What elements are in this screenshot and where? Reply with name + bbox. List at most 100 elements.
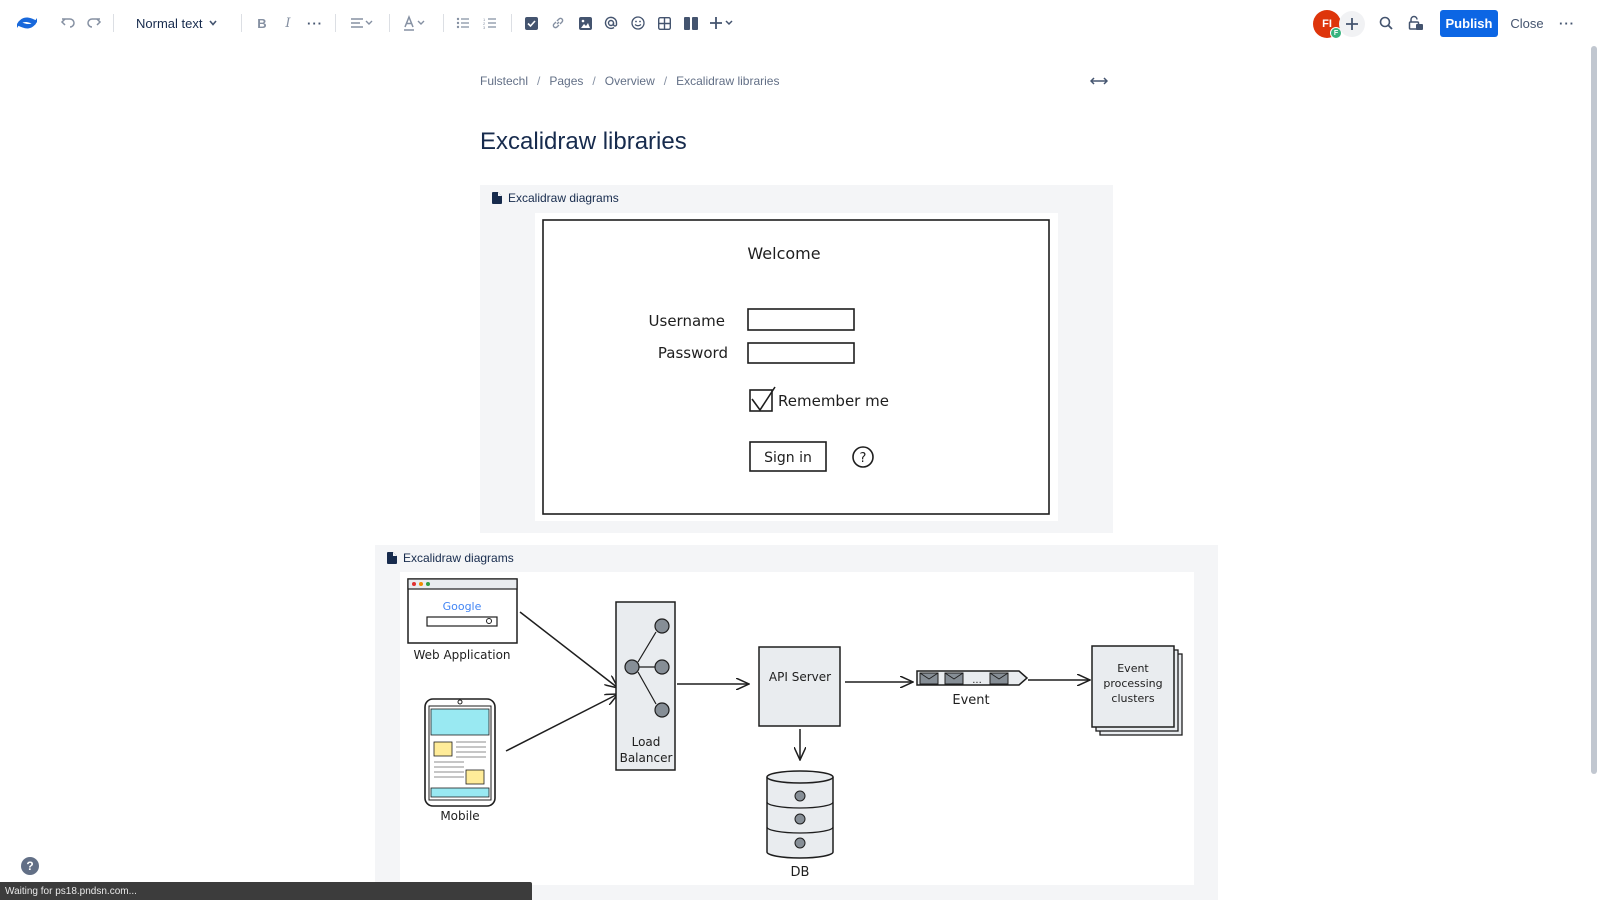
wireframe-frame	[542, 219, 1050, 515]
window-dot-icon	[419, 582, 423, 586]
web-application-node: Google	[407, 578, 518, 644]
avatar-status-badge: F	[1330, 27, 1342, 39]
search-icon	[486, 618, 492, 624]
help-button[interactable]: ?	[21, 857, 39, 875]
camera-icon	[457, 699, 463, 705]
more-actions-icon[interactable]: ···	[1559, 15, 1575, 31]
load-balancer-label-line1: Load	[632, 735, 661, 749]
signin-label: Sign in	[764, 450, 812, 466]
emoji-icon[interactable]	[628, 11, 648, 35]
macro-header: Excalidraw diagrams	[387, 551, 514, 565]
toolbar-divider	[241, 14, 242, 32]
macro-header: Excalidraw diagrams	[492, 191, 619, 205]
restrictions-lock-icon[interactable]	[1406, 11, 1426, 35]
clusters-label-line1: Event	[1117, 662, 1149, 675]
arrow-mobile-to-lb	[505, 694, 618, 752]
toolbar-divider	[113, 14, 114, 32]
page-title[interactable]: Excalidraw libraries	[480, 128, 687, 155]
excalidraw-macro-architecture[interactable]: Excalidraw diagrams Google Web Applicati…	[375, 545, 1218, 900]
breadcrumb: Fulstechl / Pages / Overview / Excalidra…	[480, 74, 779, 88]
breadcrumb-separator: /	[592, 74, 596, 88]
browser-status-bar: Waiting for ps18.pndsn.com...	[0, 882, 532, 900]
excalidraw-canvas[interactable]: Welcome Username Password Remember me Si…	[535, 213, 1058, 521]
undo-icon[interactable]	[58, 11, 78, 35]
document-icon	[492, 192, 502, 204]
password-label: Password	[658, 344, 728, 362]
event-queue-node: ...	[916, 670, 1029, 686]
confluence-logo-icon[interactable]	[15, 11, 39, 35]
signin-button-sketch	[749, 441, 827, 472]
window-dot-icon	[412, 582, 416, 586]
vertical-scrollbar[interactable]	[1591, 46, 1597, 774]
svg-text:1: 1	[483, 17, 486, 22]
mobile-node	[424, 698, 496, 807]
breadcrumb-item-current[interactable]: Excalidraw libraries	[676, 74, 780, 88]
mobile-label: Mobile	[440, 809, 479, 823]
bold-icon[interactable]: B	[257, 15, 267, 31]
link-icon[interactable]	[548, 11, 568, 35]
publish-button[interactable]: Publish	[1440, 10, 1498, 37]
excalidraw-canvas[interactable]: Google Web Application Mobile	[400, 572, 1194, 885]
bullet-list-icon[interactable]	[453, 11, 473, 35]
login-wireframe-diagram: Welcome Username Password Remember me Si…	[542, 219, 1050, 515]
text-color-icon[interactable]	[401, 11, 429, 35]
remember-checkbox	[749, 389, 773, 412]
search-box-sketch	[426, 616, 498, 627]
event-label: Event	[952, 693, 989, 708]
text-style-dropdown[interactable]: Normal text	[136, 11, 220, 35]
more-formatting-icon[interactable]: ···	[307, 15, 323, 31]
breadcrumb-separator: /	[663, 74, 668, 88]
load-balancer-label-line2: Balancer	[620, 751, 673, 765]
google-logo-text: Google	[443, 600, 482, 613]
breadcrumb-item-pages[interactable]: Pages	[549, 74, 584, 88]
expand-width-icon[interactable]	[1089, 74, 1109, 88]
event-queue-dots: ...	[972, 675, 982, 686]
api-server-node	[758, 646, 841, 727]
breadcrumb-item-space[interactable]: Fulstechl	[480, 74, 529, 88]
status-text: Waiting for ps18.pndsn.com...	[5, 885, 137, 897]
image-icon[interactable]	[575, 11, 595, 35]
document-icon	[387, 552, 397, 564]
svg-text:2: 2	[483, 21, 486, 26]
remember-me-label: Remember me	[778, 392, 889, 410]
username-label: Username	[649, 312, 725, 330]
alignment-icon[interactable]	[348, 11, 376, 35]
breadcrumb-item-overview[interactable]: Overview	[604, 74, 655, 88]
load-balancer-node	[615, 601, 676, 771]
redo-icon[interactable]	[84, 11, 104, 35]
architecture-diagram: Google Web Application Mobile	[407, 578, 1183, 880]
italic-icon[interactable]: I	[285, 15, 291, 31]
arrow-web-to-lb	[519, 611, 618, 688]
checkmark-icon	[751, 386, 776, 412]
database-node	[766, 770, 834, 859]
table-icon[interactable]	[654, 11, 674, 35]
action-item-icon[interactable]	[521, 11, 541, 35]
close-label: Close	[1510, 16, 1544, 31]
invite-collaborator-button[interactable]	[1339, 11, 1365, 37]
help-glyph: ?	[860, 451, 867, 466]
plus-icon	[1346, 18, 1358, 30]
toolbar-divider	[389, 14, 390, 32]
breadcrumb-separator: /	[537, 74, 541, 88]
db-label: DB	[791, 865, 810, 880]
web-application-label: Web Application	[413, 648, 510, 662]
layouts-icon[interactable]	[681, 11, 701, 35]
password-field	[747, 342, 855, 364]
mention-icon[interactable]	[601, 11, 621, 35]
close-button[interactable]: Close	[1509, 10, 1545, 37]
clusters-label-line2: processing	[1103, 677, 1162, 690]
excalidraw-macro-login[interactable]: Excalidraw diagrams Welcome Username Pas…	[480, 185, 1113, 533]
clusters-label-line3: clusters	[1111, 692, 1154, 705]
window-dot-icon	[426, 582, 430, 586]
insert-more-icon[interactable]	[709, 11, 737, 35]
avatar-badge-letter: F	[1333, 29, 1339, 37]
publish-label: Publish	[1445, 16, 1493, 31]
toolbar-divider	[511, 14, 512, 32]
help-glyph: ?	[26, 859, 34, 873]
search-icon[interactable]	[1376, 11, 1396, 35]
text-style-label: Normal text	[136, 15, 203, 31]
help-circle-icon	[852, 446, 874, 468]
toolbar-divider	[443, 14, 444, 32]
